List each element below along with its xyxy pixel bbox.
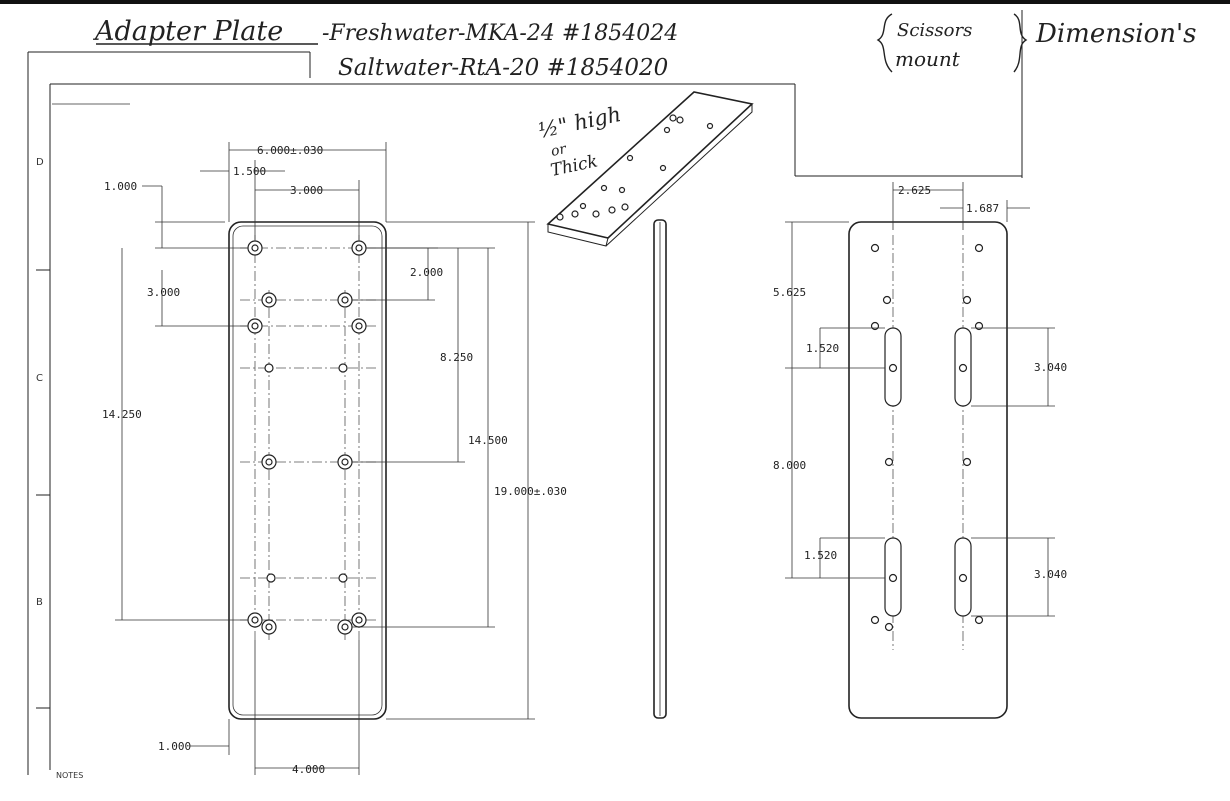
dim-spacing-1687: 1.687 [966, 202, 999, 215]
title-saltwater: Saltwater-RtA-20 #1854020 [338, 55, 668, 81]
dim-overall-width: 6.000±.030 [257, 144, 323, 157]
dim-top-5625: 5.625 [773, 286, 806, 299]
zone-label-c: C [36, 373, 43, 384]
title-mount: mount [895, 47, 961, 71]
dim-top-offset-1000: 1.000 [104, 180, 137, 193]
dim-bottom-1000: 1.000 [158, 740, 191, 753]
brace-left [876, 13, 893, 73]
dim-row-3000: 3.000 [147, 286, 180, 299]
dim-mid-8000: 8.000 [773, 459, 806, 472]
dim-spacing-2625: 2.625 [898, 184, 931, 197]
dim-offset-1500: 1.500 [233, 165, 266, 178]
isometric-plate [546, 91, 754, 247]
notes-label: NOTES [56, 771, 83, 780]
front-view-dimension-lines [115, 142, 535, 775]
dim-slot-1520-top: 1.520 [806, 342, 839, 355]
dim-hole-spacing-3000: 3.000 [290, 184, 323, 197]
title-freshwater: -Freshwater-MKA-24 #1854024 [322, 21, 678, 46]
dim-span-8250: 8.250 [440, 351, 473, 364]
title-adapter-plate: Adapter Plate [92, 16, 283, 47]
zone-label-d: D [36, 157, 44, 168]
dim-row-2000: 2.000 [410, 266, 443, 279]
dim-slot-1520-bottom: 1.520 [804, 549, 837, 562]
back-view-dimension-lines [785, 182, 1055, 617]
back-view [848, 221, 1008, 719]
scan-edge-top [0, 0, 1230, 4]
front-view [228, 221, 387, 720]
dim-span-14500: 14.500 [468, 434, 508, 447]
dim-span-14250: 14.250 [102, 408, 142, 421]
annotation-or: or [550, 141, 569, 160]
dim-slot-3040-bottom: 3.040 [1034, 568, 1067, 581]
zone-label-b: B [36, 597, 43, 608]
brace-right [1013, 13, 1028, 73]
dim-slot-3040-top: 3.040 [1034, 361, 1067, 374]
title-dimensions: Dimension's [1035, 19, 1197, 49]
dim-overall-length: 19.000±.030 [494, 485, 567, 498]
title-scissors: Scissors [897, 20, 972, 41]
dim-bottom-4000: 4.000 [292, 763, 325, 776]
side-view [653, 219, 667, 719]
annotation-half-inch-high: ½" high [536, 102, 623, 143]
